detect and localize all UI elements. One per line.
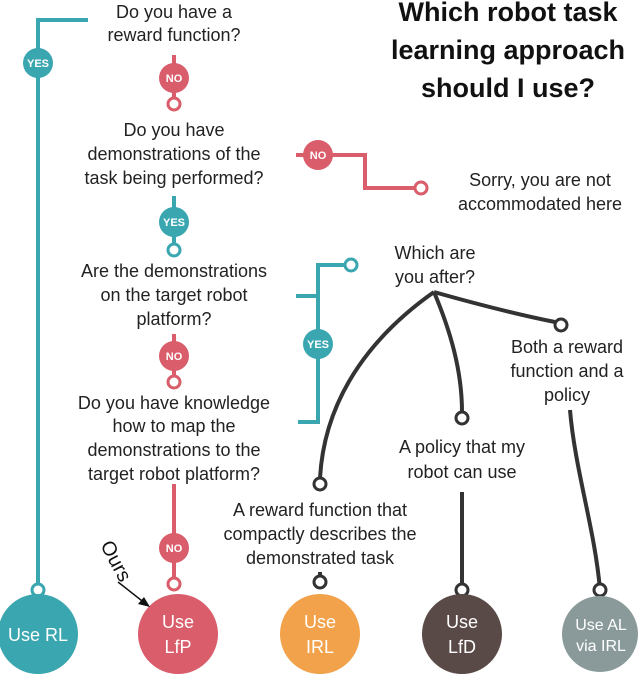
svg-text:NO: NO (166, 543, 183, 555)
svg-text:should I use?: should I use? (421, 73, 595, 103)
svg-text:YES: YES (27, 58, 49, 70)
connector-end-irl (312, 574, 328, 590)
svg-text:Which robot task: Which robot task (398, 0, 618, 27)
connector-end-policy (454, 410, 470, 426)
connector-end-both (553, 317, 569, 333)
svg-text:NO: NO (166, 73, 183, 85)
connector-end-q3 (166, 242, 182, 258)
answer-reward-function: A reward function that compactly describ… (223, 500, 416, 568)
svg-text:YES: YES (307, 339, 329, 351)
question-target-platform: Are the demonstrations on the target rob… (81, 261, 267, 329)
svg-text:Use RL: Use RL (8, 625, 68, 645)
svg-text:Which are: Which are (394, 243, 475, 263)
svg-text:how to map the: how to map the (112, 416, 235, 436)
svg-text:Do you have a: Do you have a (116, 2, 233, 22)
question-which-output: Which are you after? (394, 243, 475, 287)
connector-end-q2 (166, 96, 182, 112)
leaf-use-rl: Use RL (0, 594, 78, 674)
connector-end-al (592, 582, 608, 598)
svg-text:A reward function that: A reward function that (233, 500, 407, 520)
leaf-use-al-via-irl: Use AL via IRL (562, 596, 638, 672)
svg-text:NO: NO (166, 351, 183, 363)
svg-text:Ours: Ours (96, 537, 136, 586)
svg-text:you after?: you after? (395, 267, 475, 287)
question-reward-function: Do you have a reward function? (107, 2, 240, 45)
connector-q1-yes (36, 18, 88, 590)
connector-both-al (568, 409, 602, 591)
svg-text:A policy that my: A policy that my (399, 437, 525, 457)
answer-both: Both a reward function and a policy (510, 337, 624, 405)
svg-text:compactly describes the: compactly describes the (223, 524, 416, 544)
ours-arrowhead (138, 597, 150, 607)
connector-end-sorry (413, 180, 429, 196)
svg-text:demonstrated task: demonstrated task (246, 548, 395, 568)
question-mapping-knowledge: Do you have knowledge how to map the dem… (78, 393, 270, 484)
svg-text:reward function?: reward function? (107, 25, 240, 45)
connector-q5-policy (432, 291, 464, 413)
svg-text:Both a reward: Both a reward (511, 337, 623, 357)
svg-text:NO: NO (310, 150, 327, 162)
svg-text:policy: policy (544, 385, 590, 405)
ours-annotation: Ours (96, 537, 150, 607)
svg-text:Use: Use (304, 612, 336, 632)
badge-q3-no: NO (159, 341, 189, 371)
svg-text:platform?: platform? (136, 309, 211, 329)
svg-text:robot can use: robot can use (407, 462, 516, 482)
leaf-use-lfd: Use LfD (422, 594, 502, 674)
connector-end-q4 (166, 374, 182, 390)
svg-text:function and a: function and a (510, 361, 624, 381)
leaf-use-irl: Use IRL (280, 594, 360, 674)
svg-text:demonstrations of the: demonstrations of the (87, 144, 260, 164)
svg-text:Use: Use (162, 612, 194, 632)
svg-text:demonstrations to the: demonstrations to the (87, 440, 260, 460)
connector-q5-reward (318, 290, 436, 479)
badge-q1-no: NO (159, 63, 189, 93)
svg-text:learning approach: learning approach (391, 35, 625, 65)
connector-q5-both (433, 290, 556, 324)
badge-q4-no: NO (159, 533, 189, 563)
badge-q3q4-yes: YES (303, 329, 333, 359)
svg-text:Do you have knowledge: Do you have knowledge (78, 393, 270, 413)
connector-end-q5 (343, 257, 359, 273)
page-title: Which robot task learning approach shoul… (391, 0, 625, 103)
badge-q2-yes: YES (159, 207, 189, 237)
svg-text:Sorry, you are not: Sorry, you are not (469, 170, 611, 190)
svg-text:target robot platform?: target robot platform? (88, 464, 260, 484)
connector-end-reward (312, 476, 328, 492)
svg-text:accommodated here: accommodated here (458, 194, 622, 214)
svg-text:Do you have: Do you have (123, 120, 224, 140)
leaf-use-lfp: Use LfP (138, 594, 218, 674)
svg-text:IRL: IRL (306, 637, 334, 657)
svg-text:LfD: LfD (448, 637, 476, 657)
svg-text:Are the demonstrations: Are the demonstrations (81, 261, 267, 281)
answer-policy: A policy that my robot can use (399, 437, 525, 482)
badge-q2-no: NO (303, 140, 333, 170)
answer-not-accommodated: Sorry, you are not accommodated here (458, 170, 622, 214)
svg-text:Use: Use (446, 612, 478, 632)
connector-end-lfp (166, 576, 182, 592)
question-demonstrations: Do you have demonstrations of the task b… (84, 120, 263, 188)
svg-text:Use AL: Use AL (575, 617, 627, 634)
svg-text:task being performed?: task being performed? (84, 168, 263, 188)
svg-text:YES: YES (163, 217, 185, 229)
svg-text:LfP: LfP (164, 637, 191, 657)
svg-text:via IRL: via IRL (576, 638, 626, 655)
badge-q1-yes: YES (23, 48, 53, 78)
svg-text:on the target robot: on the target robot (100, 285, 247, 305)
